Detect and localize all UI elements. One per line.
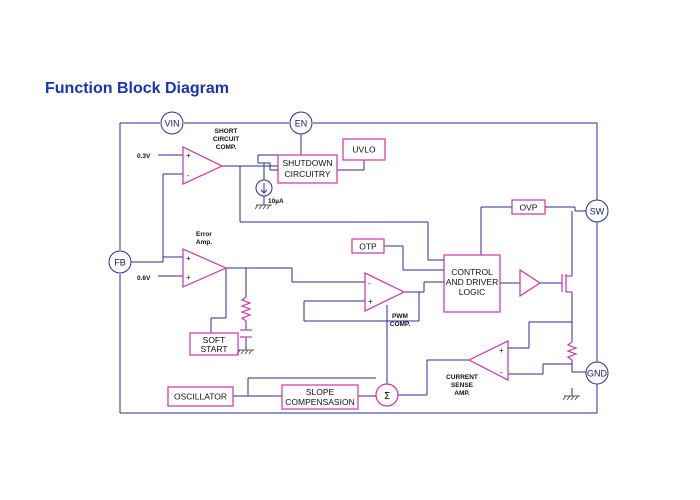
pwm-comp-label: PWM COMP. <box>390 313 411 328</box>
oscillator-label: OSCILLATOR <box>174 392 227 402</box>
short-circuit-line-3: COMP. <box>216 144 237 151</box>
current-sense-line-2: SENSE <box>451 382 474 389</box>
resistor-icon-compensation <box>240 296 252 322</box>
plus-sign: + <box>499 346 504 355</box>
control-line-1: CONTROL <box>451 267 493 277</box>
error-amp-line-1: Error <box>196 231 212 238</box>
current-sense-amplifier: + - <box>467 340 509 381</box>
short-circuit-label: SHORT CIRCUIT COMP. <box>213 128 239 151</box>
soft-start-line-2: START <box>200 344 227 354</box>
page-title: Function Block Diagram <box>45 80 230 97</box>
control-line-3: LOGIC <box>459 287 485 297</box>
ground-symbols <box>236 204 580 401</box>
pin-fb-label: FB <box>114 258 126 268</box>
pin-en: EN <box>289 111 313 135</box>
summing-node: Σ <box>375 383 399 407</box>
current-sense-line-3: AMP. <box>454 390 470 397</box>
short-circuit-line-2: CIRCUIT <box>213 136 239 143</box>
current-sense-label: CURRENT SENSE AMP. <box>446 374 478 397</box>
ground-icon-current-source <box>254 204 272 210</box>
pwm-comp-line-2: COMP. <box>390 321 411 328</box>
driver-buffer <box>519 268 542 298</box>
slope-compensation-block: SLOPE COMPENSASION <box>281 384 359 410</box>
plus-sign: + <box>186 254 191 263</box>
power-switch-icon <box>561 274 572 293</box>
slope-line-1: SLOPE <box>306 387 335 397</box>
uvlo-label: UVLO <box>352 145 376 155</box>
current-source-icon <box>255 179 273 197</box>
minus-sign: - <box>187 171 190 180</box>
otp-label: OTP <box>359 242 377 252</box>
soft-start-block: SOFT START <box>189 332 239 356</box>
minus-sign: - <box>368 279 371 288</box>
plus-sign: + <box>186 273 191 282</box>
error-amp-line-2: Amp. <box>196 239 212 246</box>
error-amp-label: Error Amp. <box>196 231 213 246</box>
capacitor-icon-compensation <box>240 329 252 338</box>
pin-vin: VIN <box>160 111 184 135</box>
plus-sign: + <box>368 297 373 306</box>
otp-block: OTP <box>351 238 385 254</box>
current-sense-line-1: CURRENT <box>446 374 478 381</box>
ovp-block: OVP <box>511 199 546 215</box>
slope-line-2: COMPENSASION <box>285 397 354 407</box>
shutdown-label-line-2: CIRCUITRY <box>284 169 330 179</box>
current-source-label: 10µA <box>268 198 284 205</box>
pin-en-label: EN <box>295 119 308 129</box>
pin-gnd-label: GND <box>587 369 608 379</box>
sigma-symbol: Σ <box>384 391 390 402</box>
plus-sign: + <box>186 151 191 160</box>
pwm-comparator: - + <box>364 272 406 312</box>
error-amplifier: + + <box>182 248 228 288</box>
short-circuit-comparator: + - <box>182 146 224 185</box>
ovp-label: OVP <box>520 203 538 213</box>
pin-vin-label: VIN <box>164 119 179 129</box>
ground-icon-compensation <box>236 349 254 355</box>
short-circuit-line-1: SHORT <box>215 128 238 135</box>
soft-start-line-1: SOFT <box>203 335 226 345</box>
uvlo-block: UVLO <box>342 138 386 161</box>
reference-0-3v: 0.3V <box>137 153 151 160</box>
shutdown-circuitry-block: SHUTDOWN CIRCUITRY <box>277 154 338 184</box>
wires <box>119 122 598 414</box>
ground-icon-sense <box>562 395 580 401</box>
pin-gnd: GND <box>585 361 609 385</box>
minus-sign: - <box>500 368 503 377</box>
pwm-comp-line-1: PWM <box>392 313 408 320</box>
pin-sw-label: SW <box>590 207 605 217</box>
pin-fb: FB <box>108 250 132 274</box>
shutdown-label-line-1: SHUTDOWN <box>282 158 332 168</box>
resistor-icon-sense <box>566 341 578 361</box>
oscillator-block: OSCILLATOR <box>167 386 234 407</box>
control-driver-logic-block: CONTROL AND DRIVER LOGIC <box>443 254 501 313</box>
pin-sw: SW <box>585 199 609 223</box>
reference-0-6v: 0.6V <box>137 275 151 282</box>
control-line-2: AND DRIVER <box>446 277 498 287</box>
